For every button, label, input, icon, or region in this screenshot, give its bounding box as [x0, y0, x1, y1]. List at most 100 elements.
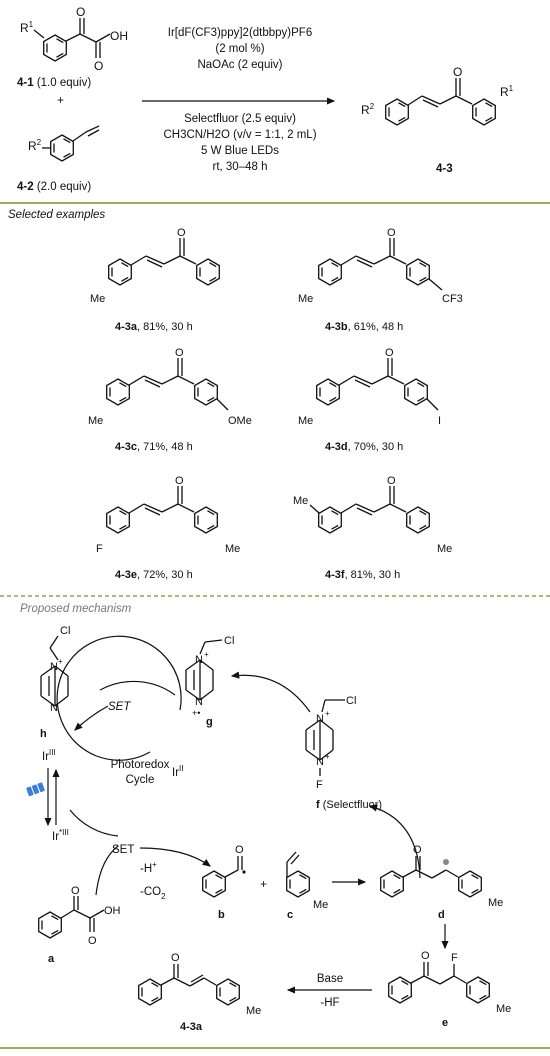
plus-sign: +: [260, 877, 267, 891]
ir-iii: IrIII: [42, 748, 56, 763]
species-4-3a: O Me: [138, 952, 261, 1017]
trifluoromethyl-group: CF3: [442, 293, 463, 305]
reactant-4-1-label: 4-1 (1.0 equiv): [17, 77, 91, 89]
label-f: f (Selectfluor): [316, 799, 382, 811]
methyl-group: Me: [298, 415, 313, 427]
svg-text:Me: Me: [488, 897, 503, 909]
condition-oxidant: Selectfluor (2.5 equiv): [184, 113, 296, 125]
svg-text:O: O: [413, 844, 422, 856]
product-4-3: O R2 R1: [361, 65, 514, 126]
svg-text:O: O: [88, 935, 97, 947]
cycle-label-line2: Cycle: [126, 774, 155, 786]
svg-text:N: N: [316, 713, 324, 725]
svg-text:F: F: [316, 779, 323, 791]
set-bottom-label: SET: [112, 844, 134, 856]
methyl-group: Me: [293, 495, 308, 507]
label-g: g: [206, 716, 213, 728]
label-c: c: [287, 909, 293, 921]
methyl-group: Me: [437, 543, 452, 555]
atom-o: O: [175, 475, 184, 487]
label-e: e: [442, 1017, 448, 1029]
condition-loading: (2 mol %): [215, 43, 264, 55]
svg-text:OH: OH: [104, 905, 121, 917]
label-h: h: [40, 728, 47, 740]
blue-led-icon: [26, 782, 45, 797]
species-c: Me: [286, 851, 328, 911]
substituent-r2: R2: [361, 102, 375, 117]
svg-text:Cl: Cl: [346, 695, 356, 707]
plus-sign: +: [57, 93, 64, 107]
arrow-d-to-f: [368, 804, 421, 879]
atom-o: O: [387, 227, 396, 239]
mechanism-heading: Proposed mechanism: [20, 603, 132, 615]
species-g: Cl N + N +•: [185, 635, 234, 718]
example-label-4-3a: 4-3a, 81%, 30 h: [115, 321, 193, 333]
example-label-4-3b: 4-3b, 61%, 48 h: [325, 321, 403, 333]
condition-light: 5 W Blue LEDs: [201, 145, 279, 157]
arrow-to-h: [74, 705, 109, 731]
atom-o: O: [94, 59, 103, 73]
iodo-group: I: [438, 415, 441, 427]
svg-text:N: N: [50, 702, 58, 714]
svg-text:O: O: [421, 950, 430, 962]
example-4-3f: O Me Me: [293, 475, 452, 555]
svg-text:+: +: [58, 657, 63, 666]
example-label-4-3e: 4-3e, 72%, 30 h: [115, 569, 193, 581]
ir-ii: IrII: [172, 764, 183, 779]
example-4-3a: O Me: [90, 227, 220, 305]
svg-text:N: N: [195, 654, 203, 666]
species-h: Cl N + N: [40, 625, 70, 714]
svg-text:Me: Me: [313, 899, 328, 911]
svg-text:Cl: Cl: [224, 635, 234, 647]
methyl-group: Me: [298, 293, 313, 305]
svg-text:Cl: Cl: [60, 625, 70, 637]
svg-text:N: N: [50, 661, 58, 673]
atom-o: O: [387, 475, 396, 487]
reactant-4-2: R2: [28, 125, 100, 162]
methyl-group: Me: [90, 293, 105, 305]
methyl-group: Me: [225, 543, 240, 555]
ir-excited: Ir*III: [52, 828, 69, 843]
label-b: b: [218, 909, 225, 921]
substituent-r1: R1: [20, 20, 34, 35]
set-top-label: SET: [108, 701, 131, 713]
condition-base: NaOAc (2 equiv): [197, 59, 282, 71]
base-label: Base: [317, 973, 343, 985]
minus-co2: -CO2: [140, 886, 166, 901]
photoredox-cycle-arc: [56, 635, 182, 761]
svg-text:O: O: [171, 952, 180, 964]
svg-text:F: F: [451, 952, 458, 964]
svg-text:+: +: [325, 709, 330, 718]
species-f: Cl N + N + F: [305, 695, 356, 791]
svg-text:+: +: [204, 650, 209, 659]
arrow-from-a: [95, 845, 119, 896]
example-4-3c: O Me OMe: [88, 347, 252, 427]
atom-oh: OH: [110, 29, 128, 43]
example-4-3b: O Me CF3: [298, 227, 463, 305]
species-b: O: [202, 844, 246, 898]
atom-o: O: [177, 227, 186, 239]
svg-text:O: O: [235, 844, 244, 856]
atom-o: O: [175, 347, 184, 359]
example-label-4-3f: 4-3f, 81%, 30 h: [325, 569, 400, 581]
condition-catalyst: Ir[dF(CF3)ppy]2(dtbbpy)PF6: [168, 27, 312, 39]
example-4-3e: O F Me: [96, 475, 240, 555]
example-4-3d: O Me I: [298, 347, 441, 427]
svg-text:N: N: [316, 756, 324, 768]
minus-proton: -H+: [140, 860, 157, 875]
example-label-4-3d: 4-3d, 70%, 30 h: [325, 441, 403, 453]
svg-text:Me: Me: [246, 1005, 261, 1017]
cycle-arc-bottom: [69, 809, 119, 837]
reactant-4-2-label: 4-2 (2.0 equiv): [17, 181, 91, 193]
substituent-r1: R1: [500, 84, 514, 99]
examples-heading: Selected examples: [8, 209, 105, 221]
example-label-4-3c: 4-3c, 71%, 48 h: [115, 441, 193, 453]
cycle-label-line1: Photoredox: [111, 759, 170, 771]
label-4-3a: 4-3a: [180, 1021, 203, 1033]
arrow-f-to-g: [230, 671, 311, 713]
atom-o: O: [385, 347, 394, 359]
species-a: O O OH: [38, 885, 121, 947]
svg-text:Me: Me: [496, 1003, 511, 1015]
svg-text:+: +: [325, 752, 330, 761]
fluoro-group: F: [96, 543, 103, 555]
